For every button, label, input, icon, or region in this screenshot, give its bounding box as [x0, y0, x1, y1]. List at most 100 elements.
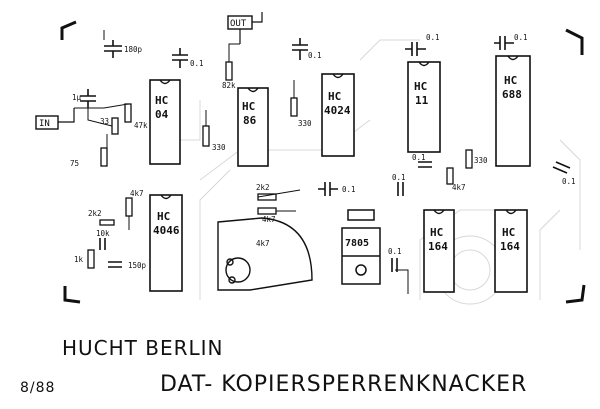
- chip-hc164b-line1: HC: [502, 226, 515, 239]
- capacitor-11: [405, 42, 426, 56]
- label-86-330: 330: [298, 119, 312, 128]
- label-04-330: 330: [212, 143, 226, 152]
- label-right-cap-b: 0.1: [392, 173, 406, 182]
- chip-hc4024: [321, 73, 355, 157]
- label-688-cap: 0.1: [514, 33, 528, 42]
- resistor-04-330: [202, 125, 210, 147]
- label-4024-cap: 0.1: [308, 51, 322, 60]
- chip-hc11: [407, 61, 441, 153]
- trimmer-outline: [217, 217, 313, 291]
- chip-hc164a-line1: HC: [430, 226, 443, 239]
- chip-hc86-line1: HC: [242, 100, 255, 113]
- chip-hc4046-line1: HC: [157, 210, 170, 223]
- label-4046-4k7: 4k7: [130, 189, 144, 198]
- chip-hc164b-line2: 164: [500, 240, 520, 253]
- trimmer-pin-a: [226, 258, 234, 266]
- chip-hc4024-line1: HC: [328, 90, 341, 103]
- chip-notches: [159, 55, 519, 215]
- chip-hc4024-line2: 4024: [324, 104, 351, 117]
- resistor-center-4k7: [257, 207, 277, 215]
- author-label: HUCHT BERLIN: [62, 336, 224, 360]
- regulator-group: [341, 209, 381, 285]
- resistor-4046-2k2: [99, 219, 115, 226]
- chip-hc11-line2: 11: [415, 94, 429, 107]
- capacitor-4046-150p: [108, 261, 122, 268]
- chip-labels: HC 04 HC 86 HC 4024 HC 11 HC 688 HC 4046…: [153, 74, 522, 253]
- label-center-cap: 0.1: [342, 185, 356, 194]
- label-right-4k7: 4k7: [452, 183, 466, 192]
- capacitor-180p: [104, 40, 122, 58]
- chip-hc164-b: [494, 209, 528, 293]
- resistor-4046-1k: [87, 249, 95, 269]
- date-label: 8/88: [20, 380, 56, 396]
- chip-hc4046-line2: 4046: [153, 224, 180, 237]
- chip-hc4046: [149, 194, 183, 292]
- label-4046-10k: 10k: [96, 229, 110, 238]
- regulator-pins: [347, 209, 375, 221]
- resistor-86-330: [290, 97, 298, 117]
- chip-hc86-line2: 86: [243, 114, 257, 127]
- label-4046-150p: 150p: [128, 261, 147, 270]
- resistor-4046-4k7: [125, 197, 133, 217]
- label-4046-1k: 1k: [74, 255, 84, 264]
- chip-hc04-line2: 04: [155, 108, 169, 121]
- label-4046-2k2: 2k2: [88, 209, 102, 218]
- resistor-47k: [124, 103, 132, 123]
- trimmer-group: [217, 217, 313, 291]
- connector-boxes: [35, 15, 253, 130]
- capacitor-right-b: [397, 182, 404, 196]
- capacitor-far-right: [552, 161, 571, 174]
- label-top-mid-cap: 0.1: [190, 59, 204, 68]
- chip-hc11-line1: HC: [414, 80, 427, 93]
- label-trimmer: 4k7: [256, 239, 270, 248]
- corner-marks: [60, 20, 586, 304]
- label-33: 33: [100, 117, 109, 126]
- wires: [74, 30, 409, 294]
- chip-outlines: [149, 55, 531, 293]
- label-center-4k7: 4k7: [262, 215, 276, 224]
- input-label: IN: [39, 119, 50, 129]
- title-label: DAT- KOPIERSPERRENKNACKER: [160, 372, 528, 397]
- capacitors: [80, 36, 571, 272]
- resistor-75: [100, 147, 108, 167]
- component-labels: 180p 0.1 82k 0.1 0.1 0.1 1μ 33 47k 75 33…: [70, 33, 576, 270]
- capacitor-center: [318, 182, 338, 196]
- chip-hc164-a: [423, 209, 455, 293]
- capacitor-input: [80, 89, 96, 108]
- trimmer-wiper: [225, 257, 251, 283]
- trimmer-pin-b: [228, 276, 236, 284]
- chip-hc688-line1: HC: [504, 74, 517, 87]
- capacitor-right-a: [418, 161, 432, 168]
- label-right-330: 330: [474, 156, 488, 165]
- chip-hc688-line2: 688: [502, 88, 522, 101]
- label-11-cap: 0.1: [426, 33, 440, 42]
- chip-hc04-line1: HC: [155, 94, 168, 107]
- resistor-right-4k7: [446, 167, 454, 185]
- resistor-33: [111, 117, 119, 135]
- capacitor-688: [494, 36, 514, 50]
- label-47k: 47k: [134, 121, 148, 130]
- label-far-right-cap: 0.1: [562, 177, 576, 186]
- label-82k: 82k: [222, 81, 236, 90]
- chip-hc04: [149, 79, 181, 165]
- chip-hc86: [237, 87, 269, 167]
- label-center-2k2: 2k2: [256, 183, 270, 192]
- output-label: OUT: [230, 19, 247, 29]
- capacitor-4024: [292, 38, 308, 60]
- regulator-mount-hole: [355, 264, 367, 276]
- resistor-82k: [225, 61, 233, 81]
- capacitor-4046-10k: [99, 238, 106, 250]
- label-regulator-cap: 0.1: [388, 247, 402, 256]
- chip-hc164a-line2: 164: [428, 240, 448, 253]
- capacitor-top-mid: [172, 48, 188, 68]
- label-180p: 180p: [124, 45, 143, 54]
- label-input-cap: 1μ: [72, 93, 82, 102]
- chip-hc688: [495, 55, 531, 167]
- regulator-label: 7805: [345, 238, 369, 249]
- label-right-cap-a: 0.1: [412, 153, 426, 162]
- resistor-right-330: [465, 149, 473, 169]
- connector-leads: [58, 12, 263, 123]
- label-75: 75: [70, 159, 79, 168]
